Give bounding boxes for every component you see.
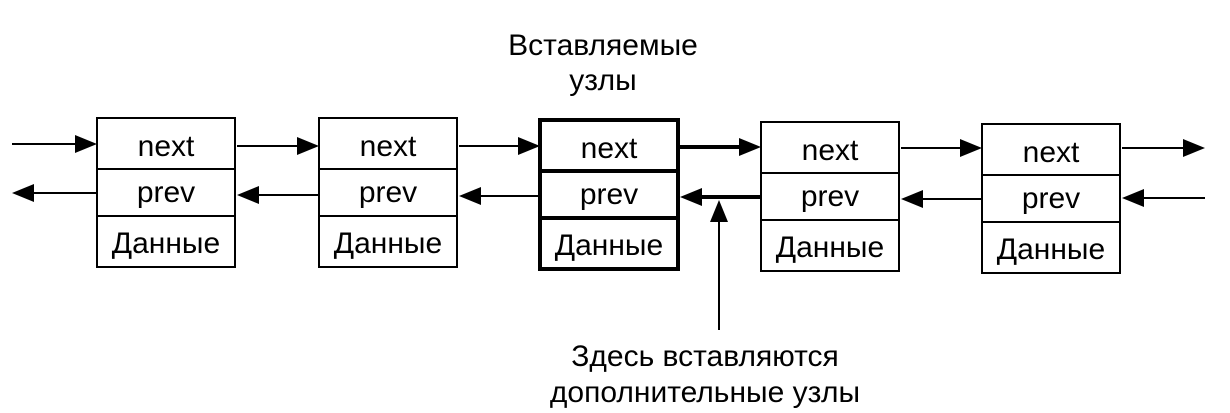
arrow-head [75, 135, 97, 153]
next-arrow [237, 137, 319, 155]
arrow-head [459, 187, 481, 205]
arrow-head [1122, 189, 1144, 207]
data-field: Данные [334, 227, 442, 260]
arrow-head [237, 186, 259, 204]
next-arrow-in [12, 135, 97, 153]
prev-arrow [901, 190, 982, 208]
arrow-head [710, 200, 728, 222]
node-box [96, 117, 236, 268]
next-arrow [680, 138, 761, 156]
prev-field: prev [1022, 182, 1080, 215]
prev-arrow [459, 187, 540, 205]
next-field: next [581, 132, 638, 165]
arrow-head [901, 190, 923, 208]
insert-point-arrow [710, 200, 728, 330]
node-box [760, 121, 900, 272]
next-field: next [1023, 136, 1080, 169]
node-box [981, 123, 1121, 274]
data-field: Данные [776, 231, 884, 264]
next-arrow-out [1122, 139, 1205, 157]
arrow-head [1183, 139, 1205, 157]
title-line-1: Вставляемые [508, 29, 698, 62]
node-box [538, 118, 680, 271]
arrow-head [739, 138, 761, 156]
next-field: next [360, 130, 417, 163]
prev-field: prev [359, 176, 417, 209]
links-layer [12, 135, 1205, 330]
prev-arrow-in [1122, 189, 1205, 207]
next-field: next [802, 134, 859, 167]
prev-arrow [680, 188, 761, 206]
arrow-head [960, 139, 982, 157]
prev-field: prev [801, 180, 859, 213]
prev-arrow-out [12, 184, 97, 202]
title-line-2: узлы [569, 64, 637, 97]
data-field: Данные [112, 227, 220, 260]
data-field: Данные [997, 233, 1105, 266]
next-field: next [138, 130, 195, 163]
next-arrow [459, 137, 540, 155]
node-box [318, 117, 458, 268]
prev-field: prev [580, 178, 638, 211]
prev-arrow [237, 186, 319, 204]
next-arrow [901, 139, 982, 157]
note-line-2: дополнительные узлы [550, 376, 860, 409]
arrow-head [680, 188, 702, 206]
arrow-head [518, 137, 540, 155]
prev-field: prev [137, 176, 195, 209]
note-line-1: Здесь вставляются [571, 340, 838, 373]
arrow-head [297, 137, 319, 155]
data-field: Данные [555, 229, 663, 262]
arrow-head [12, 184, 34, 202]
